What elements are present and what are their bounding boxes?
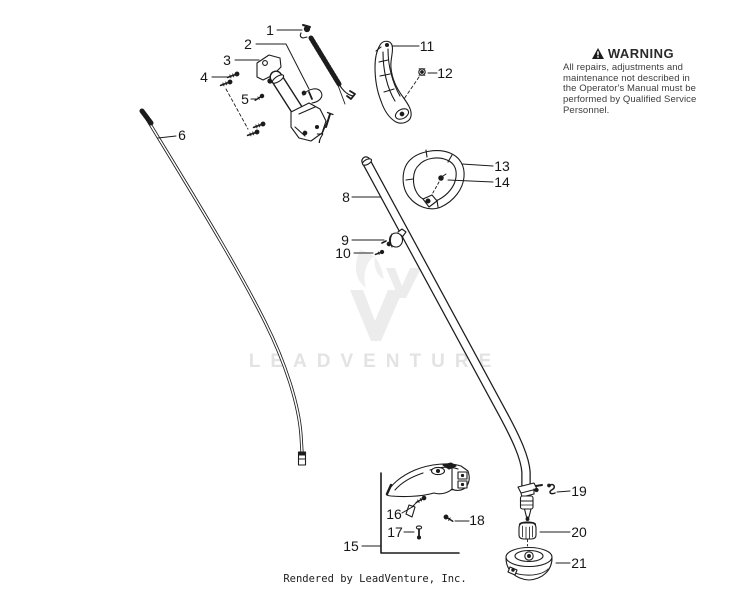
throttle-handle-art [219,54,334,142]
callout-17[interactable]: 17 [387,524,403,540]
callout-9[interactable]: 9 [341,232,349,248]
warning-heading: WARNING [563,46,703,61]
callout-13[interactable]: 13 [494,158,510,174]
shaft-tube-art [361,156,531,492]
callout-15[interactable]: 15 [343,538,359,554]
loop-handle-art [402,149,465,210]
warning-triangle-icon [591,48,604,59]
callout-19[interactable]: 19 [571,483,587,499]
callout-4[interactable]: 4 [200,69,208,85]
callout-leader-lines [157,29,571,564]
callout-2[interactable]: 2 [244,36,252,52]
callout-20[interactable]: 20 [571,524,587,540]
callout-11[interactable]: 11 [420,38,435,54]
callout-21[interactable]: 21 [571,555,587,571]
warning-body-text: All repairs, adjustments and maintenance… [563,62,697,116]
group-bracket-15 [380,472,460,554]
cable-clamp-art [374,228,407,256]
callout-8[interactable]: 8 [342,189,350,205]
throttle-cable-art [299,24,356,105]
callout-6[interactable]: 6 [178,127,186,143]
leadventure-logo-icon [350,250,421,341]
callout-5[interactable]: 5 [241,91,249,107]
head-assembly-art [505,482,556,581]
front-handle-art [374,40,426,124]
callout-3[interactable]: 3 [223,52,231,68]
callout-18[interactable]: 18 [469,512,485,528]
callout-16[interactable]: 16 [386,506,402,522]
footer-credit: Rendered by LeadVenture, Inc. [283,573,467,585]
warning-note: WARNING All repairs, adjustments and mai… [563,46,703,117]
watermark-text: LEADVENTURE [249,351,502,372]
flexible-driveshaft-art [139,108,307,466]
warning-title: WARNING [607,46,675,61]
guard-assembly-art [380,462,470,554]
callout-1[interactable]: 1 [266,22,274,38]
callout-14[interactable]: 14 [494,174,510,190]
callout-10[interactable]: 10 [335,245,351,261]
callout-7[interactable]: 7 [316,130,324,146]
callout-12[interactable]: 12 [437,65,453,81]
